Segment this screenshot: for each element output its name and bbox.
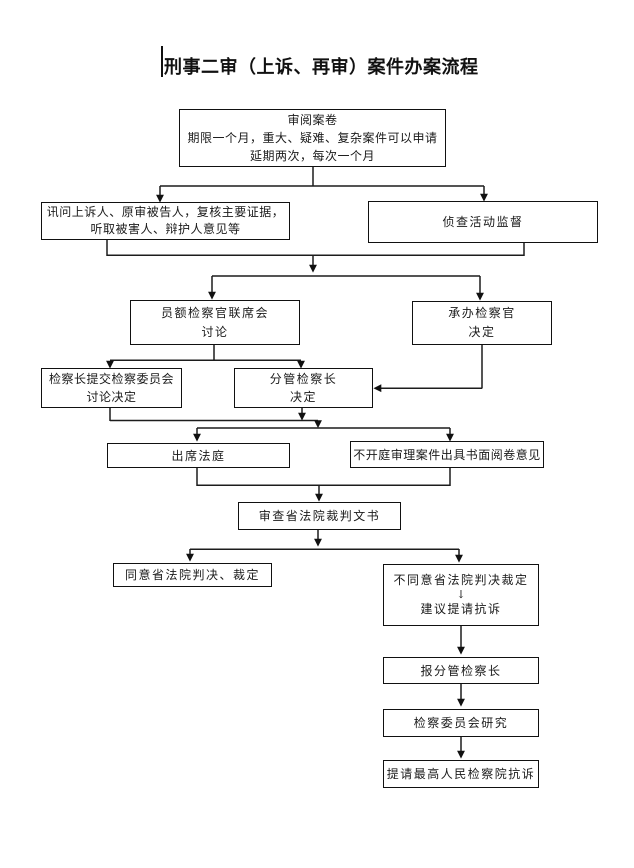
flow-box-text: 同意省法院判决、裁定 <box>124 568 260 582</box>
flow-box-deputy-chief-decide: 分管检察长 决定 <box>234 368 373 408</box>
page-title: 刑事二审（上诉、再审）案件办案流程 <box>164 57 479 78</box>
flow-box-no-hearing-opinion: 不开庭审理案件出具书面阅卷意见 <box>350 441 544 468</box>
flow-box-attend-court: 出席法庭 <box>107 443 290 468</box>
flow-box-text: 承办检察官 <box>448 306 516 320</box>
flow-box-joint-conference: 员额检察官联席会 讨论 <box>130 300 300 345</box>
text-cursor <box>161 46 163 77</box>
flow-box-text: 检察委员会研究 <box>413 716 509 730</box>
flow-box-text: 审阅案卷 <box>287 113 338 127</box>
flow-box-request-supreme-protest: 提请最高人民检察院抗诉 <box>383 760 539 788</box>
flow-box-text: 检察长提交检察委员会 <box>48 372 174 386</box>
flow-box-text: 不同意省法院判决裁定 <box>393 573 529 587</box>
flow-box-review-case-file: 审阅案卷 期限一个月，重大、疑难、复杂案件可以申请 延期两次，每次一个月 <box>179 109 446 167</box>
flow-box-investigation-supervision: 侦查活动监督 <box>368 201 598 243</box>
flow-box-text: 侦查活动监督 <box>442 215 524 229</box>
flow-box-chief-submit-committee: 检察长提交检察委员会 讨论决定 <box>41 368 182 408</box>
flow-box-text: 讯问上诉人、原审被告人，复核主要证据， <box>46 205 285 219</box>
flow-box-text: 出席法庭 <box>171 448 226 463</box>
flow-box-text: 审查省法院裁判文书 <box>258 509 381 523</box>
flow-box-undertaking-prosecutor: 承办检察官 决定 <box>412 301 552 345</box>
flow-box-text: 讨论 <box>201 324 229 339</box>
flow-box-committee-research: 检察委员会研究 <box>383 709 539 737</box>
down-arrow-icon: ↓ <box>456 588 466 601</box>
flow-box-text: 听取被害人、辩护人意见等 <box>90 222 241 236</box>
flow-box-agree-judgment: 同意省法院判决、裁定 <box>113 563 272 587</box>
flow-box-interrogate-appellant: 讯问上诉人、原审被告人，复核主要证据， 听取被害人、辩护人意见等 <box>41 202 290 240</box>
flow-box-text: 报分管检察长 <box>420 663 502 678</box>
flow-box-report-deputy-chief: 报分管检察长 <box>383 657 539 684</box>
flow-box-text: 不开庭审理案件出具书面阅卷意见 <box>353 447 541 462</box>
flow-box-text: 决定 <box>289 390 317 404</box>
flow-box-text: 延期两次，每次一个月 <box>249 149 375 163</box>
flow-box-text: 建议提请抗诉 <box>420 602 502 616</box>
flow-box-text: 员额检察官联席会 <box>160 305 269 320</box>
flow-box-text: 讨论决定 <box>86 390 137 404</box>
flow-box-text: 分管检察长 <box>269 372 338 386</box>
flow-box-review-judgment: 审查省法院裁判文书 <box>238 502 401 530</box>
flow-box-text: 决定 <box>468 325 496 339</box>
flow-box-disagree-judgment: 不同意省法院判决裁定 ↓ 建议提请抗诉 <box>383 564 539 626</box>
flow-box-text: 提请最高人民检察院抗诉 <box>386 767 536 781</box>
flow-box-text: 期限一个月，重大、疑难、复杂案件可以申请 <box>187 131 438 145</box>
